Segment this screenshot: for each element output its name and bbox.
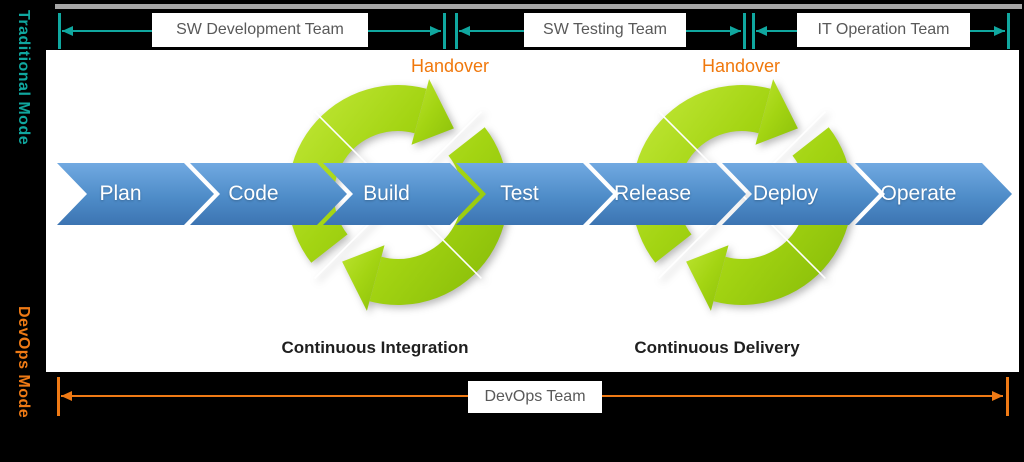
team-label-development: SW Development Team [152, 13, 368, 47]
handover-label-2: Handover [701, 56, 781, 76]
devops-mode-label: DevOps Mode [15, 306, 32, 419]
team-label-operation: IT Operation Team [797, 13, 970, 47]
span-delimiter [1007, 13, 1010, 49]
span-delimiter [57, 377, 60, 416]
top-divider-bar [55, 4, 1022, 9]
traditional-mode-label: Traditional Mode [15, 10, 32, 146]
span-delimiter [455, 13, 458, 49]
continuous-delivery-caption: Continuous Delivery [634, 338, 800, 357]
team-label-testing: SW Testing Team [524, 13, 686, 47]
span-delimiter [443, 13, 446, 49]
team-label-devops: DevOps Team [468, 381, 602, 413]
span-delimiter [1006, 377, 1009, 416]
handover-label-1: Handover [410, 56, 490, 76]
stage-plan: Plan [57, 163, 214, 225]
span-delimiter [58, 13, 61, 49]
span-delimiter [752, 13, 755, 49]
span-delimiter [743, 13, 746, 49]
continuous-integration-caption: Continuous Integration [281, 338, 469, 357]
